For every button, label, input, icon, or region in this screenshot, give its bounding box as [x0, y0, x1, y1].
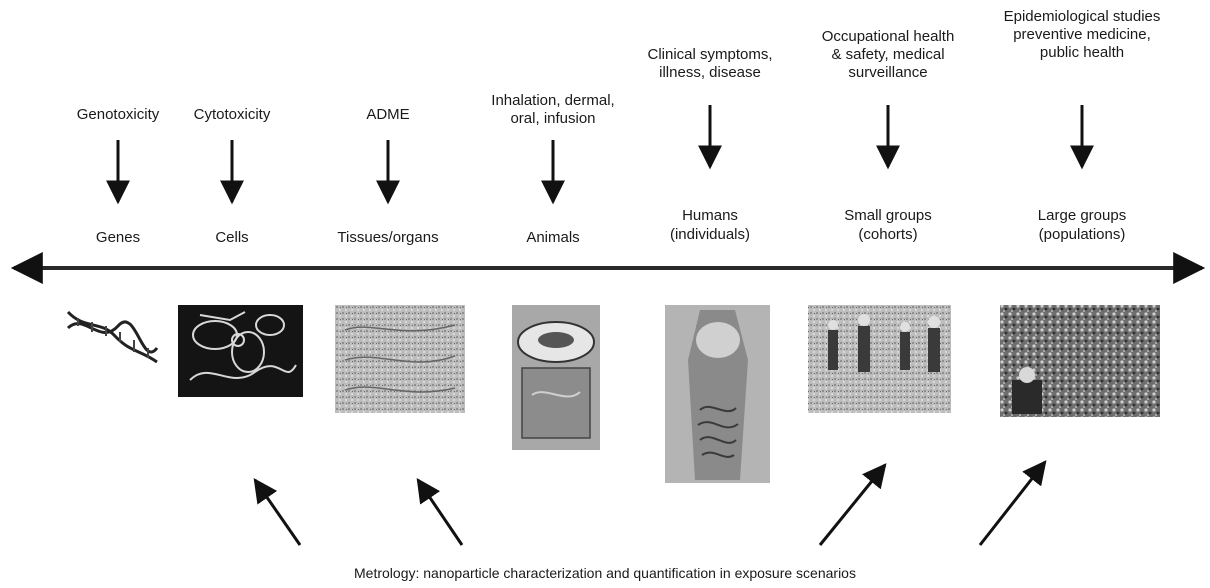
crowd-photo-icon: [1000, 305, 1160, 417]
metrology-arrows: [255, 462, 1045, 545]
tissue-micrograph-icon: [335, 305, 465, 413]
arrow-to-small-groups: [820, 465, 885, 545]
arrow-to-large-groups: [980, 462, 1045, 545]
arrow-to-tissues: [418, 480, 462, 545]
metrology-caption: Metrology: nanoparticle characterization…: [0, 564, 1210, 582]
top-label-cells: Cytotoxicity: [194, 106, 271, 124]
top-label-animals: Inhalation, dermal, oral, infusion: [491, 92, 614, 128]
level-label-humans: Humans (individuals): [670, 206, 750, 244]
human-anatomy-icon: [665, 305, 770, 483]
level-label-small-groups: Small groups (cohorts): [844, 206, 932, 244]
dna-icon: [68, 312, 157, 362]
level-label-cells: Cells: [215, 228, 248, 247]
level-label-large-groups: Large groups (populations): [1038, 206, 1126, 244]
top-label-small-groups: Occupational health & safety, medical su…: [822, 28, 955, 82]
top-label-humans: Clinical symptoms, illness, disease: [647, 46, 772, 82]
workers-photo-icon: [808, 305, 951, 413]
animal-cage-icon: [512, 305, 600, 450]
top-label-large-groups: Epidemiological studies preventive medic…: [1004, 8, 1161, 62]
level-label-tissues: Tissues/organs: [337, 228, 438, 247]
top-label-genes: Genotoxicity: [77, 106, 160, 124]
top-label-tissues: ADME: [366, 106, 409, 124]
level-label-genes: Genes: [96, 228, 140, 247]
level-label-animals: Animals: [526, 228, 579, 247]
cells-micrograph-icon: [178, 305, 303, 397]
arrow-to-cells: [255, 480, 300, 545]
